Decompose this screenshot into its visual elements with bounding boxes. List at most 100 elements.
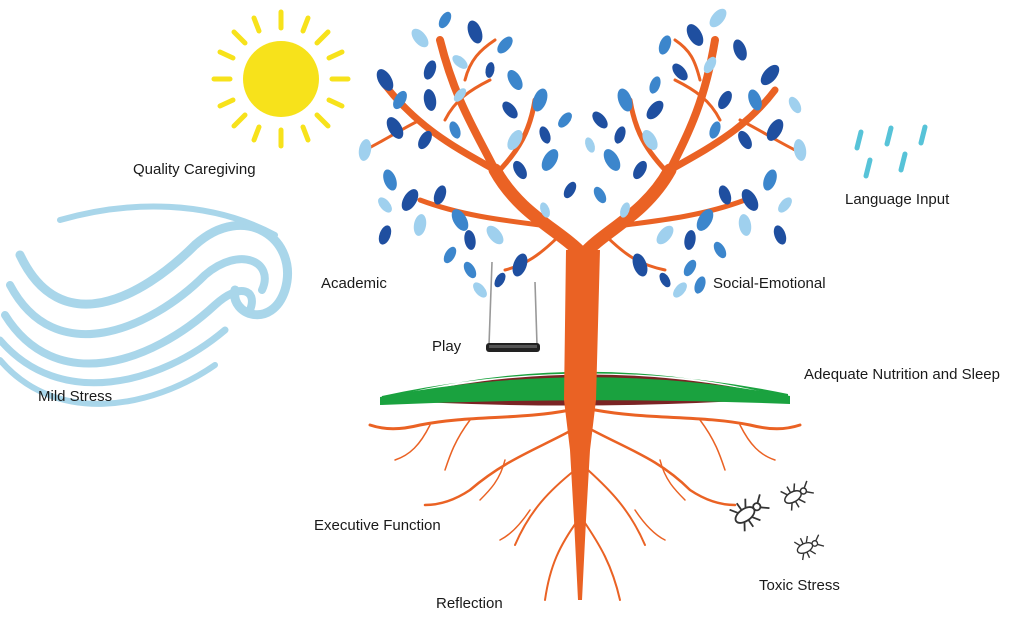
leaf: [512, 253, 528, 277]
leaf: [464, 230, 476, 250]
leaf: [386, 117, 404, 139]
tree-root: [394, 424, 431, 461]
tree-root: [479, 459, 506, 501]
tree-root: [368, 408, 572, 431]
leaf: [773, 225, 787, 245]
tree-leaves: [358, 8, 807, 298]
leaf: [449, 121, 461, 139]
tree-branch: [436, 36, 499, 174]
leaf: [696, 209, 714, 231]
tree-root: [514, 469, 576, 546]
tree-root: [634, 509, 666, 541]
leaf: [603, 149, 621, 171]
leaf: [494, 272, 506, 288]
leaf: [633, 160, 647, 180]
bug-legs: [780, 480, 814, 511]
leaf: [683, 259, 697, 277]
leaf: [709, 121, 721, 139]
tree-root: [582, 519, 621, 601]
tree-root: [699, 419, 726, 471]
tree-root: [587, 469, 646, 546]
tree-branch: [463, 38, 497, 82]
leaf: [532, 88, 548, 112]
tree-trunk: [564, 250, 600, 600]
leaf: [411, 28, 429, 48]
leaf: [617, 88, 633, 112]
leaf: [443, 246, 457, 264]
tree-branch: [673, 38, 702, 82]
leaf: [733, 39, 747, 61]
leaf: [540, 202, 550, 218]
tree-branch: [627, 97, 673, 178]
bug-icon: [729, 480, 825, 561]
leaf: [451, 209, 469, 231]
leaf: [593, 186, 607, 204]
leaf: [507, 130, 523, 150]
leaf: [541, 149, 559, 171]
leaf: [358, 139, 372, 161]
sun-icon: [211, 9, 351, 149]
leaf: [793, 139, 807, 161]
tree-root: [499, 509, 531, 541]
leaf: [423, 89, 437, 111]
label-adequate-nutrition-sleep: Adequate Nutrition and Sleep: [804, 366, 1000, 383]
tree-branch: [666, 86, 779, 174]
leaf: [433, 185, 447, 205]
tree-branch: [576, 163, 677, 262]
leaf: [539, 126, 551, 144]
leaf: [741, 189, 759, 211]
leaf: [713, 241, 727, 259]
leaf: [592, 111, 608, 129]
leaf: [642, 130, 658, 150]
leaf: [646, 100, 664, 120]
leaf: [507, 70, 523, 90]
rain-icon: [854, 124, 928, 179]
leaf: [703, 56, 717, 74]
leaf: [467, 20, 483, 44]
tree-branch: [503, 233, 562, 272]
bug-body: [796, 542, 814, 554]
leaf: [658, 35, 672, 55]
leaf: [418, 130, 432, 150]
leaf: [486, 225, 504, 245]
swing-icon: [486, 261, 540, 352]
leaf: [632, 253, 648, 277]
tree-root: [593, 408, 802, 431]
bug-head: [811, 540, 819, 547]
bug: [729, 494, 770, 532]
tree-root: [659, 459, 686, 501]
leaf: [401, 189, 419, 211]
tree-branch: [417, 197, 543, 228]
leaf: [485, 62, 495, 78]
leaf: [748, 89, 762, 111]
leaf: [438, 11, 452, 29]
leaf: [760, 64, 780, 86]
tree-branch: [673, 78, 722, 122]
wind-icon: [0, 203, 292, 407]
leaf: [558, 112, 572, 128]
label-reflection: Reflection: [436, 595, 503, 612]
leaf: [788, 96, 802, 114]
leaf: [659, 272, 671, 288]
leaf: [686, 24, 704, 46]
leaf: [378, 197, 392, 213]
leaf: [452, 55, 468, 69]
label-executive-function: Executive Function: [314, 517, 441, 534]
leaf: [709, 8, 727, 28]
label-toxic-stress: Toxic Stress: [759, 577, 840, 594]
leaf: [513, 160, 527, 180]
leaf: [423, 60, 437, 80]
tree-root: [544, 519, 579, 601]
leaf: [684, 230, 696, 250]
leaf: [718, 90, 732, 110]
bug: [793, 534, 825, 561]
leaf: [673, 282, 687, 298]
bug-legs: [793, 534, 825, 561]
label-language-input: Language Input: [845, 191, 950, 208]
bug-legs: [729, 494, 770, 532]
leaf: [453, 88, 467, 102]
leaf: [393, 90, 407, 110]
label-academic: Academic: [321, 275, 387, 292]
